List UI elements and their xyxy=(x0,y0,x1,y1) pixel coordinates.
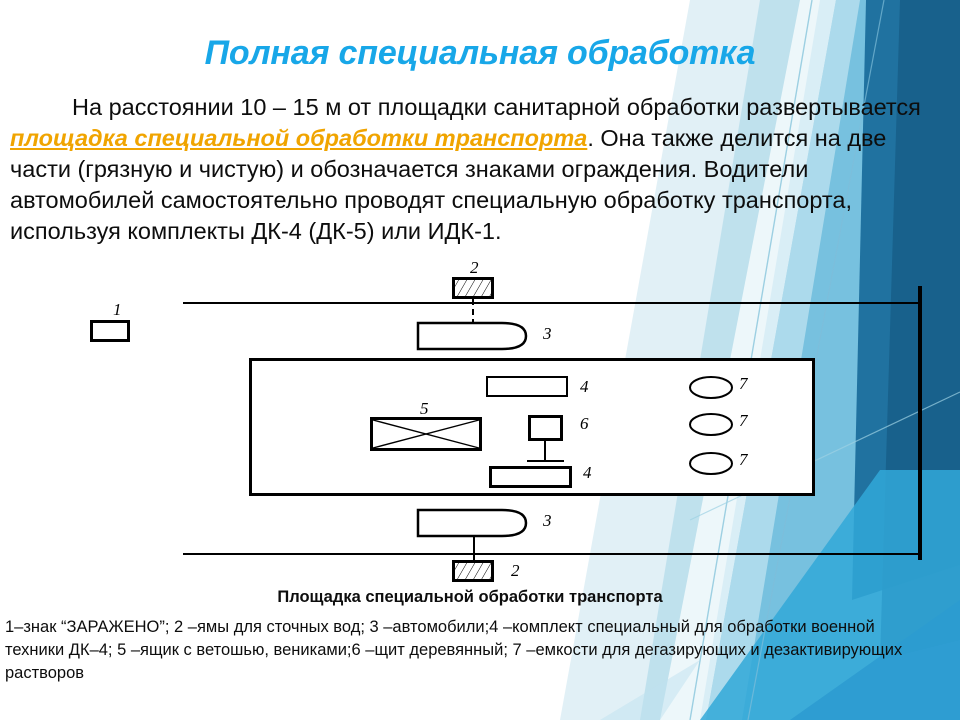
pit-top-hatched xyxy=(452,277,494,299)
label-4-bottom: 4 xyxy=(583,463,592,482)
label-6: 6 xyxy=(580,414,589,433)
sign-zarazheno-box xyxy=(90,320,130,342)
body-text-part2: . Она также делится на две части (грязну… xyxy=(10,125,887,244)
label-2-bottom: 2 xyxy=(511,561,520,580)
tank-3-ellipse xyxy=(689,452,733,475)
boundary-bar-right xyxy=(918,286,922,560)
diagram-legend: 1–знак “ЗАРАЖЕНО”; 2 –ямы для сточных во… xyxy=(5,618,903,682)
body-paragraph: На расстоянии 10 – 15 м от площадки сани… xyxy=(10,92,922,247)
rag-box-crossed xyxy=(370,417,482,451)
boundary-line-bottom xyxy=(183,553,920,555)
body-text-highlight: площадка специальной обработки транспорт… xyxy=(10,125,588,151)
label-3-top: 3 xyxy=(543,324,552,343)
wooden-shield-base xyxy=(527,460,564,462)
pit-bottom-connector xyxy=(473,536,475,561)
tank-2-ellipse xyxy=(689,413,733,436)
label-3-bottom: 3 xyxy=(543,511,552,530)
label-5: 5 xyxy=(420,399,429,418)
vehicle-bottom xyxy=(416,508,528,538)
vehicle-top xyxy=(416,321,528,351)
boundary-line-top xyxy=(183,302,920,304)
tank-1-ellipse xyxy=(689,376,733,399)
pit-top-connector xyxy=(472,299,474,325)
label-4-top: 4 xyxy=(580,377,589,396)
wooden-shield-board xyxy=(528,415,563,441)
label-1: 1 xyxy=(113,300,122,319)
diagram-caption: Площадка специальной обработки транспорт… xyxy=(277,588,663,606)
label-7-1: 7 xyxy=(739,374,748,393)
label-2-top: 2 xyxy=(470,258,479,277)
page-title: Полная специальная обработка xyxy=(204,34,756,72)
body-text-part1: На расстоянии 10 – 15 м от площадки сани… xyxy=(72,94,921,120)
label-7-3: 7 xyxy=(739,450,748,469)
kit-bottom-box xyxy=(489,466,572,488)
label-7-2: 7 xyxy=(739,411,748,430)
wooden-shield-post xyxy=(544,441,546,461)
pit-bottom-hatched xyxy=(452,560,494,582)
kit-top-box xyxy=(486,376,568,397)
